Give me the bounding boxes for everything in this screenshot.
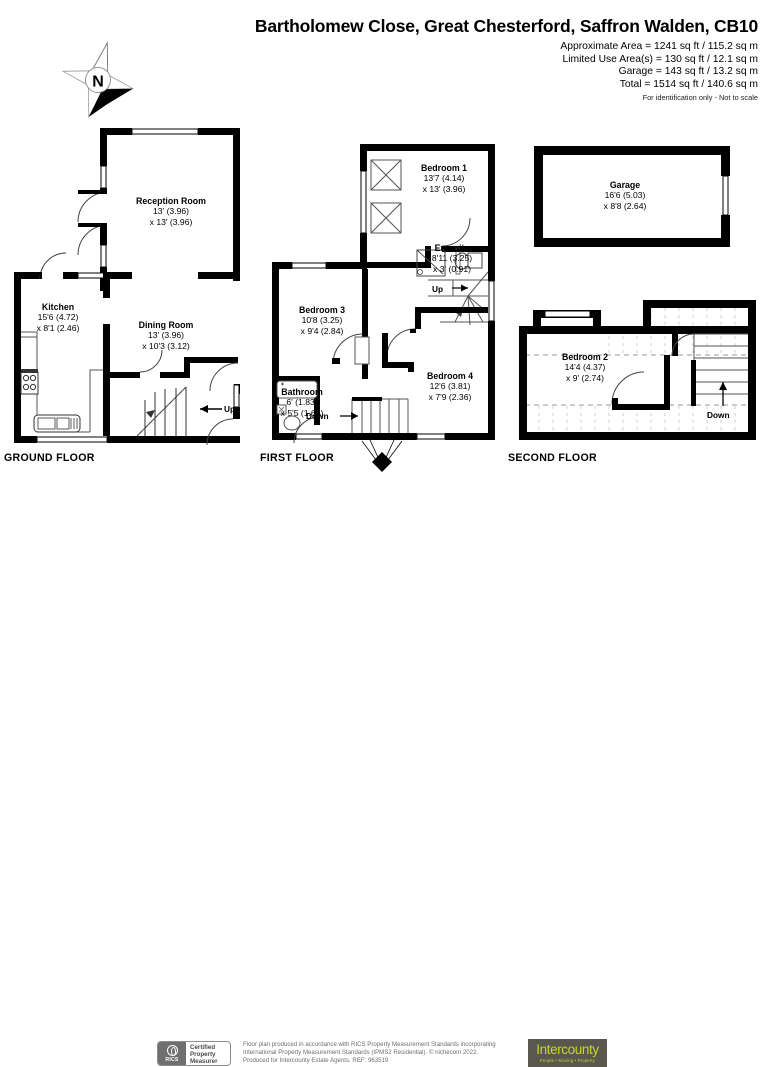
en-suite-name: En-suite: [434, 243, 470, 253]
dining-room-name: Dining Room: [138, 320, 194, 330]
rics-line-1: Certified: [190, 1044, 216, 1051]
room-label-reception-room: Reception Room 13' (3.96) x 13' (3.96): [136, 196, 206, 227]
bedroom-1-dim1: 13'7 (4.14): [423, 173, 465, 184]
bedroom-2-name: Bedroom 2: [562, 352, 608, 362]
kitchen-dim1: 15'6 (4.72): [37, 312, 79, 323]
disclaimer-text: Floor plan produced in accordance with R…: [243, 1041, 528, 1066]
en-suite-dim1: 8'11 (3.25): [431, 253, 473, 264]
rics-line-2: Property: [190, 1051, 216, 1058]
area-approximate: Approximate Area = 1241 sq ft / 115.2 sq…: [560, 41, 758, 52]
agent-tagline: People • Moving • Property: [539, 1058, 596, 1063]
disclaimer-line-3: Produced for Intercounty Estate Agents. …: [243, 1057, 389, 1065]
disclaimer-line-2: International Property Measurement Stand…: [243, 1049, 479, 1057]
rics-badge-text: Certified Property Measurer: [186, 1042, 230, 1065]
floor-caption-second: SECOND FLOOR: [508, 452, 597, 464]
bedroom-3-dim1: 10'8 (3.25): [301, 315, 343, 326]
scale-note: For identification only - Not to scale: [642, 93, 758, 103]
garage-dim2: x 8'8 (2.64): [603, 200, 647, 211]
area-garage: Garage = 143 sq ft / 13.2 sq m: [618, 66, 758, 78]
area-limited-use: Limited Use Area(s) = 130 sq ft / 12.1 s…: [562, 53, 758, 65]
bathroom-dim1: 6' (1.83): [286, 397, 318, 408]
garage-plan: [534, 146, 730, 247]
first-floor-plan: [272, 144, 495, 472]
compass-rose: N: [61, 41, 135, 119]
intercounty-logo: Intercounty People • Moving • Property: [528, 1039, 607, 1067]
page-title: Bartholomew Close, Great Chesterford, Sa…: [254, 16, 758, 36]
kitchen-dim2: x 8'1 (2.46): [36, 322, 80, 333]
area-total: Total = 1514 sq ft / 140.6 sq m: [619, 78, 758, 90]
floorplan-drawing: [14, 128, 756, 472]
floor-caption-ground: GROUND FLOOR: [4, 452, 95, 464]
bedroom-4-dim2: x 7'9 (2.36): [428, 391, 472, 402]
stair-label-first-down: Down: [306, 411, 329, 421]
stair-label-second-down: Down: [707, 410, 730, 420]
reception-room-name: Reception Room: [136, 196, 206, 206]
stair-label-ground-up: Up: [224, 404, 236, 414]
kitchen-name: Kitchen: [41, 302, 75, 312]
bedroom-3-dim2: x 9'4 (2.84): [300, 325, 344, 336]
room-label-bedroom-2: Bedroom 2 14'4 (4.37) x 9' (2.74): [562, 352, 608, 383]
bathroom-name: Bathroom: [281, 387, 323, 397]
floorplan-page: Bartholomew Close, Great Chesterford, Sa…: [0, 16, 768, 1067]
rics-certified-badge: RICS Certified Property Measurer: [157, 1041, 231, 1066]
garage-dim1: 16'6 (5.03): [604, 190, 646, 201]
dining-room-dim2: x 10'3 (3.12): [142, 340, 190, 351]
bedroom-2-dim2: x 9' (2.74): [566, 372, 604, 383]
ground-floor-plan: [14, 128, 240, 446]
bedroom-1-name: Bedroom 1: [421, 163, 467, 173]
room-label-kitchen: Kitchen 15'6 (4.72) x 8'1 (2.46): [37, 302, 80, 333]
room-label-bedroom-1: Bedroom 1 13'7 (4.14) x 13' (3.96): [421, 163, 467, 194]
reception-room-dim2: x 13' (3.96): [149, 216, 193, 227]
area-summary: Approximate Area = 1241 sq ft / 115.2 sq…: [560, 41, 758, 105]
globe-icon: [166, 1044, 178, 1056]
bedroom-3-name: Bedroom 3: [299, 305, 345, 315]
bathroom-dim2: x 5'5 (1.65): [280, 407, 324, 418]
floor-caption-first: FIRST FLOOR: [260, 452, 334, 464]
disclaimer-line-1: Floor plan produced in accordance with R…: [243, 1041, 496, 1048]
bedroom-4-name: Bedroom 4: [427, 371, 473, 381]
dining-room-dim1: 13' (3.96): [147, 330, 185, 341]
footer: RICS Certified Property Measurer Floor p…: [0, 515, 768, 1067]
second-floor-plan: [519, 300, 756, 440]
rics-logo-icon: RICS: [158, 1042, 186, 1065]
rics-line-3: Measurer: [190, 1058, 218, 1065]
room-label-bedroom-4: Bedroom 4 12'6 (3.81) x 7'9 (2.36): [427, 371, 473, 402]
room-label-bathroom: Bathroom 6' (1.83) x 5'5 (1.65): [281, 387, 324, 418]
bedroom-2-dim1: 14'4 (4.37): [564, 362, 606, 373]
garage-name: Garage: [609, 180, 641, 190]
viewpoint-marker: [361, 439, 403, 472]
compass-north-label: N: [92, 74, 104, 91]
room-label-en-suite: En-suite 8'11 (3.25) x 3' (0.91): [432, 243, 472, 274]
agent-name: Intercounty: [536, 1042, 599, 1057]
rics-mark-text: RICS: [165, 1056, 179, 1063]
bedroom-1-dim2: x 13' (3.96): [422, 183, 466, 194]
room-label-garage: Garage 16'6 (5.03) x 8'8 (2.64): [604, 180, 647, 211]
en-suite-dim2: x 3' (0.91): [433, 263, 471, 274]
reception-room-dim1: 13' (3.96): [152, 206, 190, 217]
stair-label-first-up: Up: [432, 284, 444, 294]
room-label-bedroom-3: Bedroom 3 10'8 (3.25) x 9'4 (2.84): [299, 305, 345, 336]
room-label-dining-room: Dining Room 13' (3.96) x 10'3 (3.12): [139, 320, 194, 351]
bedroom-4-dim1: 12'6 (3.81): [429, 381, 471, 392]
